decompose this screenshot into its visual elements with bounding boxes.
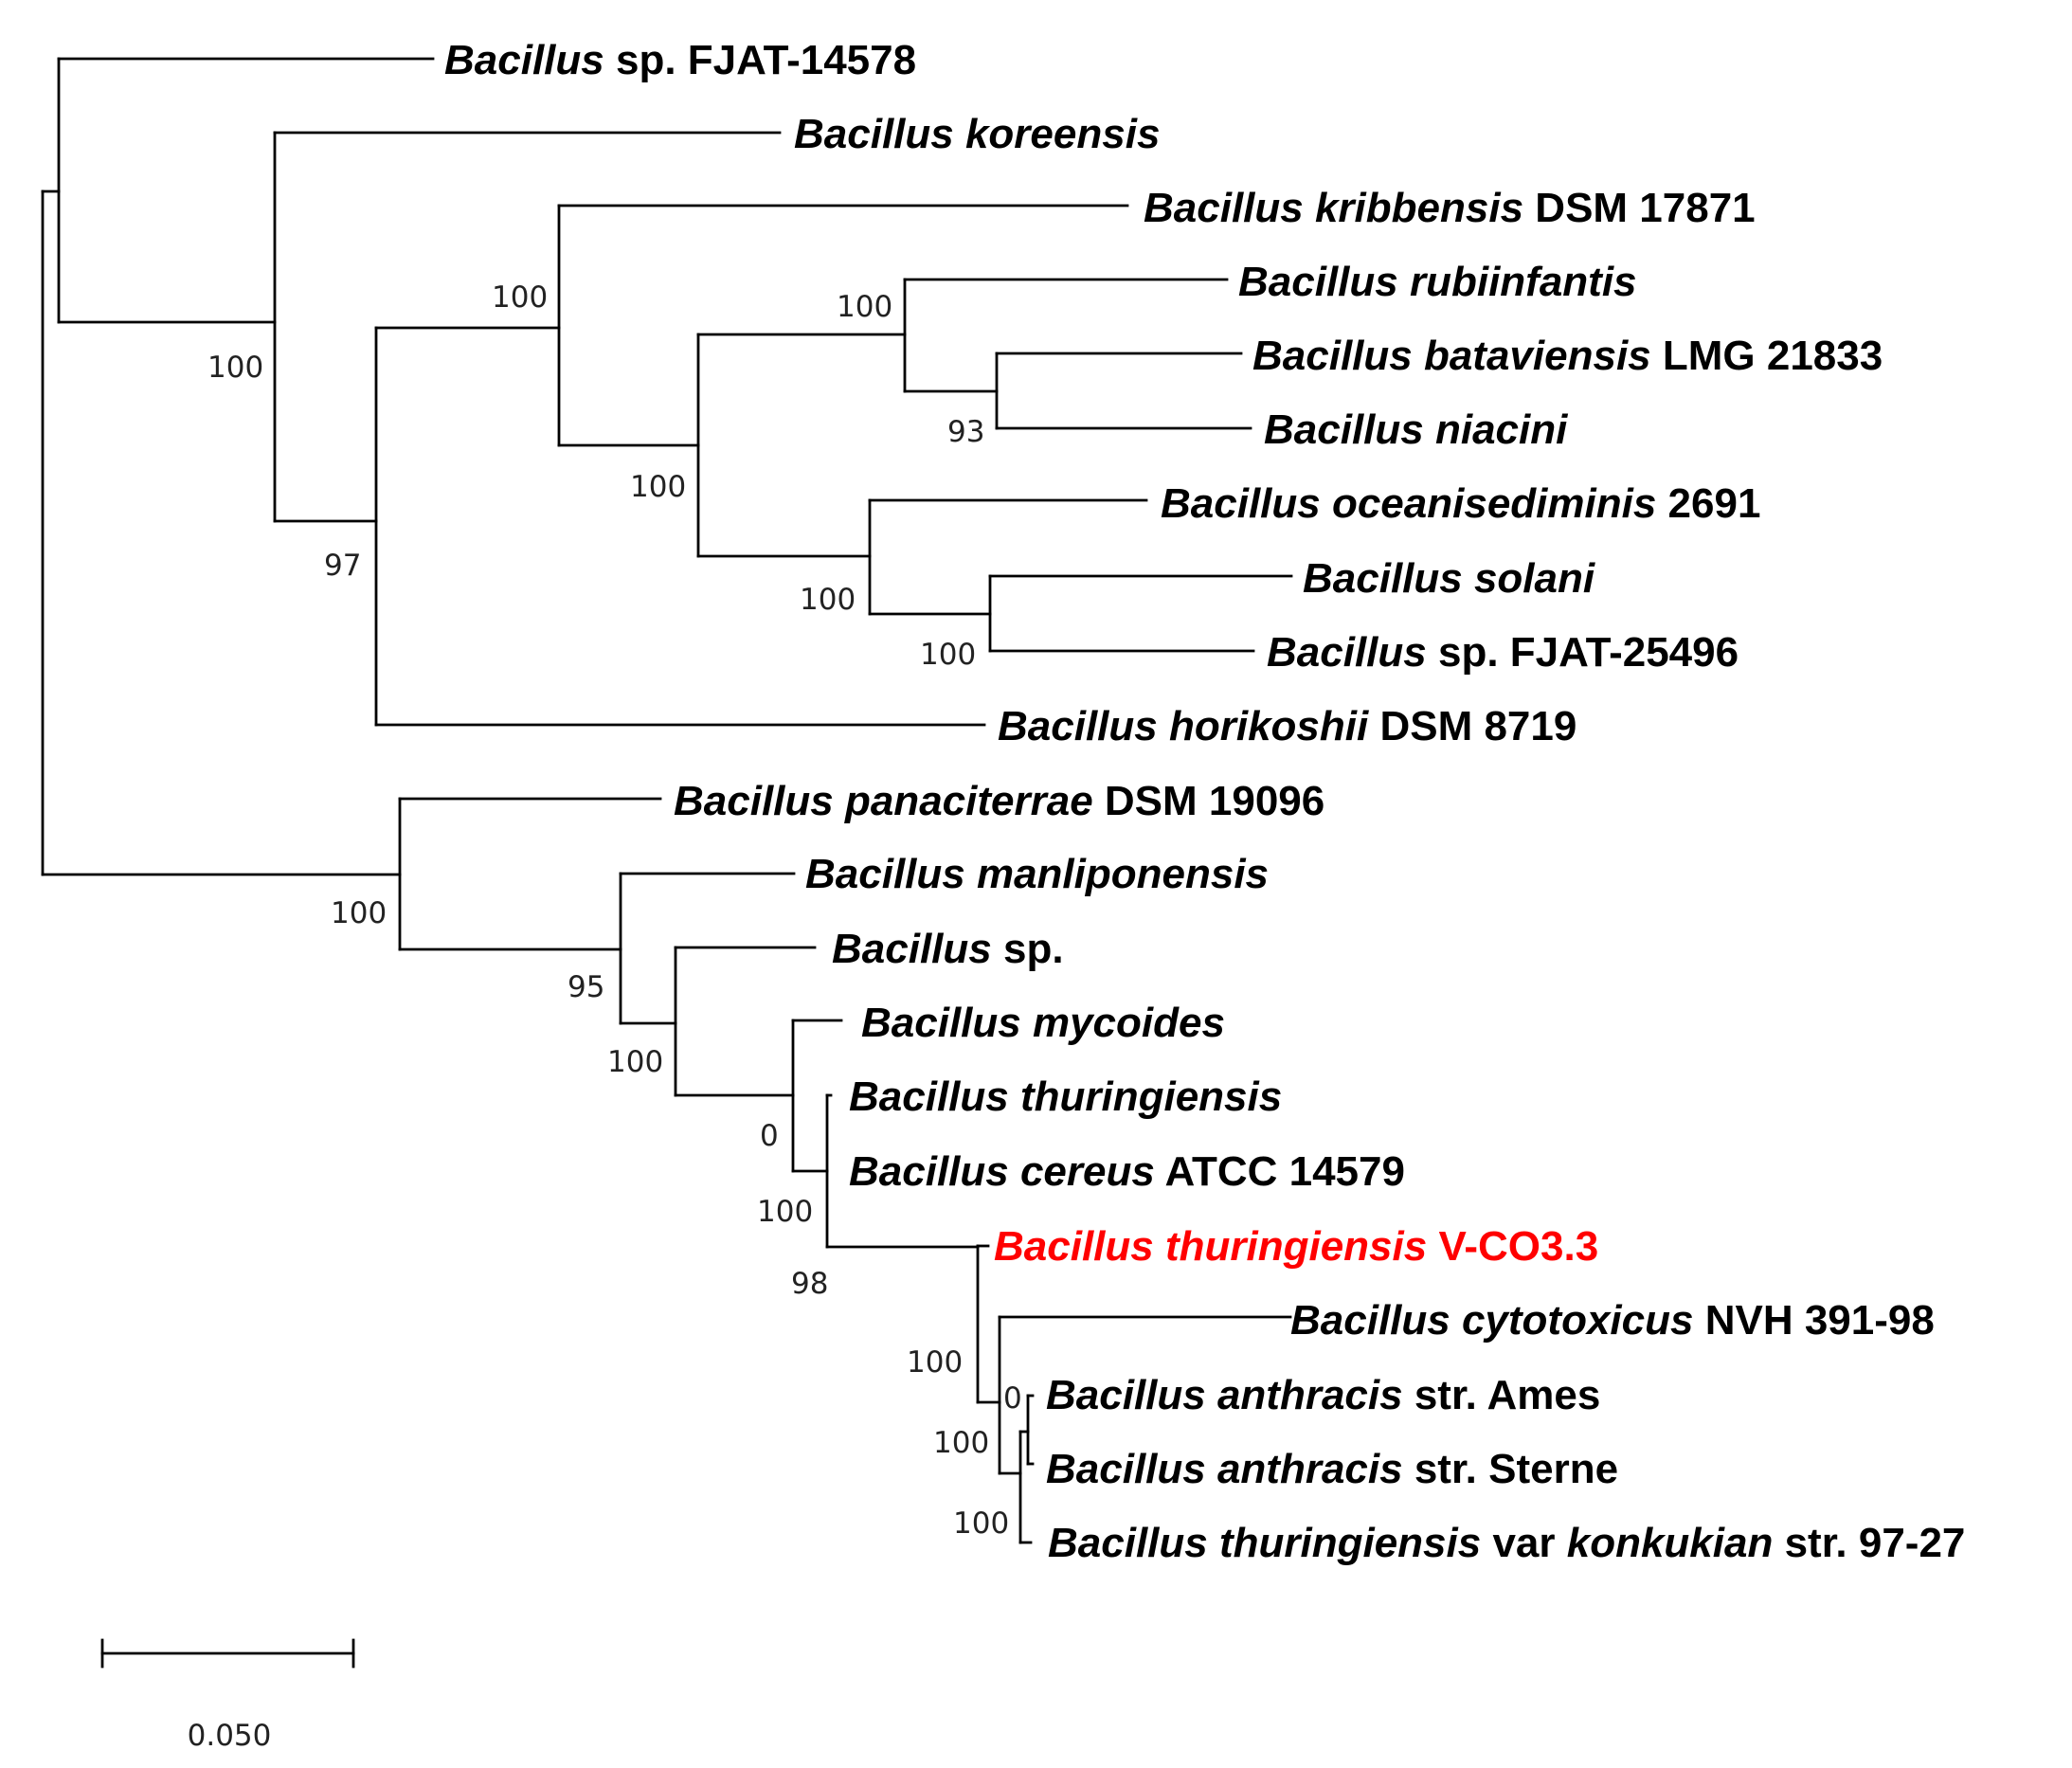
scale-bar: 0.050	[100, 1638, 355, 1753]
taxon-label: Bacillus thuringiensis var konkukian str…	[1048, 1520, 1965, 1566]
taxon-label: Bacillus kribbensis DSM 17871	[1144, 185, 1756, 231]
scale-bar-label: 0.050	[188, 1719, 272, 1753]
taxon-label: Bacillus bataviensis LMG 21833	[1252, 333, 1883, 379]
taxon-label: Bacillus koreensis	[794, 111, 1160, 157]
bootstrap-value: 100	[837, 290, 892, 324]
tree-branches	[41, 57, 1293, 1544]
taxon-label: Bacillus rubiinfantis	[1238, 259, 1637, 305]
taxon-label: Bacillus thuringiensis	[849, 1073, 1282, 1120]
taxon-label-highlighted: Bacillus thuringiensis V-CO3.3	[994, 1223, 1598, 1270]
bootstrap-value: 95	[568, 970, 604, 1004]
bootstrap-value: 93	[947, 415, 984, 449]
bootstrap-value: 100	[207, 351, 263, 385]
taxon-label: Bacillus horikoshii DSM 8719	[998, 703, 1577, 749]
bootstrap-value: 0	[1003, 1381, 1022, 1416]
taxon-label: Bacillus sp. FJAT-14578	[444, 37, 916, 83]
bootstrap-value: 100	[492, 280, 548, 315]
taxon-label: Bacillus anthracis str. Ames	[1046, 1372, 1600, 1418]
bootstrap-value: 100	[630, 470, 686, 504]
bootstrap-value: 100	[757, 1195, 813, 1229]
taxon-label: Bacillus cytotoxicus NVH 391-98	[1290, 1297, 1935, 1344]
taxon-label: Bacillus sp.	[832, 926, 1064, 972]
taxon-label: Bacillus cereus ATCC 14579	[849, 1148, 1405, 1195]
taxon-label: Bacillus mycoides	[861, 1000, 1225, 1046]
bootstrap-value: 100	[920, 638, 976, 672]
bootstrap-value: 100	[953, 1506, 1009, 1541]
taxon-label: Bacillus niacini	[1264, 406, 1568, 453]
bootstrap-value: 97	[324, 549, 361, 583]
taxon-label: Bacillus manliponensis	[805, 851, 1269, 897]
taxon-labels: Bacillus sp. FJAT-14578 Bacillus koreens…	[444, 37, 1965, 1566]
taxon-label: Bacillus panaciterrae DSM 19096	[674, 778, 1324, 824]
bootstrap-value: 100	[800, 583, 856, 617]
taxon-label: Bacillus anthracis str. Sterne	[1046, 1446, 1618, 1492]
bootstrap-values: 100 100 97 100 93 100 100 100 100 95 100…	[207, 280, 1022, 1541]
taxon-label: Bacillus oceanisediminis 2691	[1161, 480, 1760, 527]
bootstrap-value: 100	[933, 1426, 989, 1460]
bootstrap-value: 98	[791, 1267, 828, 1301]
taxon-label: Bacillus sp. FJAT-25496	[1267, 629, 1739, 676]
taxon-label: Bacillus solani	[1303, 555, 1595, 602]
bootstrap-value: 0	[760, 1119, 779, 1153]
bootstrap-value: 100	[907, 1345, 963, 1380]
bootstrap-value: 100	[607, 1045, 663, 1079]
bootstrap-value: 100	[331, 896, 387, 930]
